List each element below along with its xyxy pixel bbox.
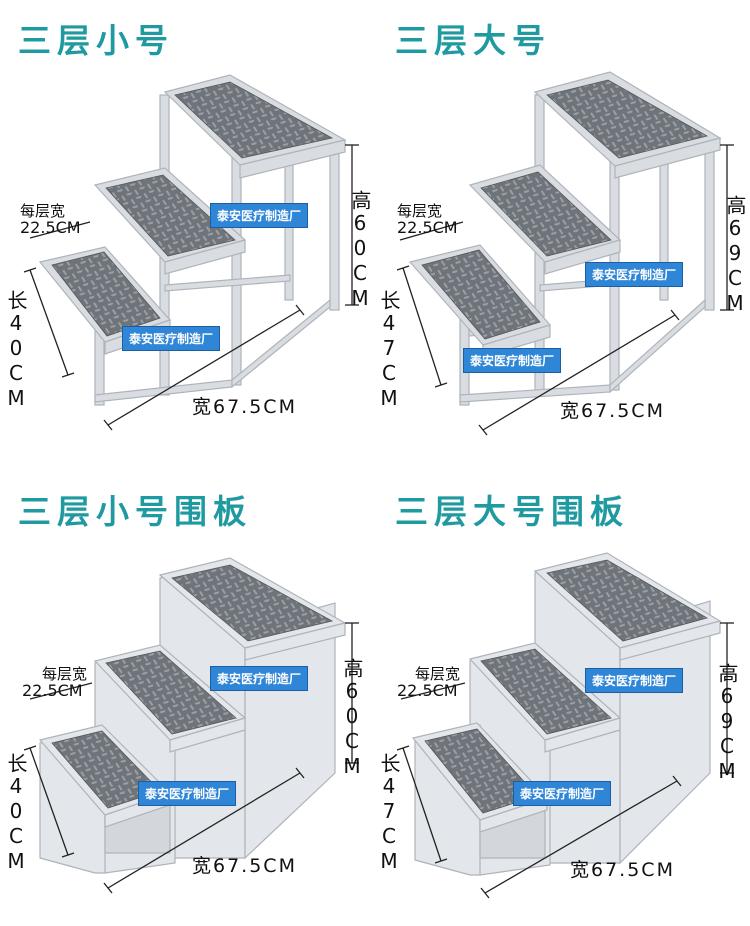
width-label: 宽67.5CM	[192, 855, 297, 877]
length-label: 长47CM	[377, 753, 401, 874]
watermark-tag: 泰安医疗制造厂	[138, 781, 237, 806]
step-width-value: 22.5CM	[397, 681, 458, 700]
step-width-caption: 每层宽	[20, 202, 66, 220]
length-label: 长47CM	[377, 290, 401, 411]
height-label: 高69CM	[715, 663, 739, 784]
panel-small-three-step: 三层小号	[0, 0, 375, 463]
height-label: 高69CM	[723, 195, 747, 316]
step-stool-illustration	[396, 552, 734, 899]
panel-large-three-step-enclosed: 三层大号围板	[375, 463, 750, 926]
panel-title: 三层小号	[18, 21, 174, 60]
height-label: 高60CM	[348, 190, 372, 311]
step-stool-illustration	[23, 74, 359, 431]
step-width-value: 22.5CM	[22, 681, 83, 700]
step-width-value: 22.5CM	[397, 218, 458, 237]
watermark-tag: 泰安医疗制造厂	[463, 348, 562, 373]
step-width-caption: 每层宽	[42, 665, 88, 683]
panel-small-three-step-enclosed: 三层小号围板	[0, 463, 375, 926]
watermark-tag: 泰安医疗制造厂	[122, 326, 221, 351]
width-label: 宽67.5CM	[560, 400, 665, 422]
panel-title: 三层小号围板	[18, 492, 252, 531]
panel-title: 三层大号围板	[395, 492, 629, 531]
length-label: 长40CM	[4, 290, 28, 411]
panel-large-three-step: 三层大号	[375, 0, 750, 463]
watermark-tag: 泰安医疗制造厂	[210, 666, 309, 691]
length-label: 长40CM	[4, 753, 28, 874]
step-width-value: 22.5CM	[20, 218, 81, 237]
watermark-tag: 泰安医疗制造厂	[210, 203, 309, 228]
step-stool-illustration	[396, 71, 734, 436]
watermark-tag: 泰安医疗制造厂	[513, 781, 612, 806]
watermark-tag: 泰安医疗制造厂	[585, 262, 684, 287]
watermark-tag: 泰安医疗制造厂	[585, 668, 684, 693]
panel-title: 三层大号	[395, 21, 551, 60]
step-width-caption: 每层宽	[415, 665, 461, 683]
height-label: 高60CM	[340, 658, 364, 779]
width-label: 宽67.5CM	[570, 859, 675, 881]
width-label: 宽67.5CM	[192, 396, 297, 418]
step-width-caption: 每层宽	[397, 202, 443, 220]
